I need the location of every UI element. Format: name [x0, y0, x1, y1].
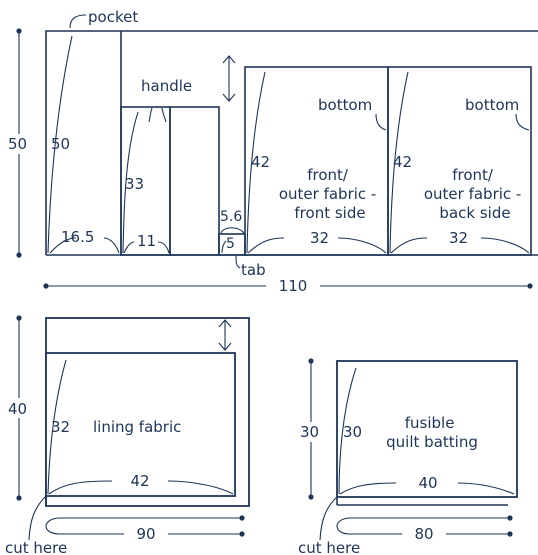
batting-rect [336, 360, 518, 498]
back-panel-label: front/ outer fabric - back side [424, 166, 526, 222]
dim-mask [124, 524, 168, 544]
front-width-value: 32 [310, 229, 329, 247]
batting-layout: 30 30 fusible quilt batting 40 80 cut he… [298, 358, 518, 555]
back-height-value: 42 [393, 153, 412, 171]
lining-total-width-value: 90 [136, 525, 155, 543]
tab-height-value: 5.6 [220, 209, 242, 225]
handle-fold-curve [122, 111, 139, 254]
back-width-arc-right [480, 237, 530, 254]
dim-end-dot [16, 28, 22, 34]
lining-width-value: 42 [130, 472, 149, 490]
pocket-leader [69, 14, 87, 29]
dim-mask [6, 134, 34, 154]
front-height-value: 42 [251, 153, 270, 171]
batting-total-width-value: 80 [414, 525, 433, 543]
cut-here-label-lining: cut here [5, 539, 67, 555]
outer-fabric-frame [45, 30, 538, 255]
handle-width-arc-right [157, 241, 170, 254]
lining-fabric-layout: 40 32 lining fabric 42 90 cut here [5, 315, 250, 555]
dim-end-dot [16, 495, 22, 501]
outer-fabric-layout: pocket handle bottom bottom tab 50 50 16… [6, 8, 538, 296]
dim-mask [266, 276, 320, 296]
dim-end-dot [507, 515, 513, 521]
lining-width-arc-left [48, 480, 113, 495]
pocket-width-value: 16.5 [61, 228, 94, 246]
bottom-label-back: bottom [465, 96, 519, 114]
lining-gap-arrow-icon [218, 319, 232, 351]
dim-end-dot [16, 252, 22, 258]
tab-height-arc [220, 227, 245, 234]
tab-width-arc [221, 240, 227, 254]
dim-mask [402, 524, 446, 544]
front-width-arc-right [337, 237, 387, 254]
back-width-value: 32 [449, 229, 468, 247]
dim-end-dot [308, 358, 314, 364]
lining-fold-curve [47, 359, 67, 495]
lining-label: lining fabric [93, 418, 181, 436]
bottom-leader-1 [375, 113, 387, 131]
dim-end-dot [43, 283, 49, 289]
pocket-width-arc-left [49, 237, 77, 254]
batting-cut-leader [319, 496, 338, 541]
bottom-leader-2 [515, 113, 530, 131]
lining-width-arc-right [167, 480, 234, 495]
handle-height-value: 33 [125, 175, 144, 193]
batting-width-arc-left [339, 482, 397, 495]
back-fold-curve [389, 71, 409, 254]
handle-leader-2 [161, 107, 167, 123]
lining-cut-curve [45, 517, 242, 535]
tab-leader [235, 255, 241, 269]
handle-label: handle [141, 77, 192, 95]
back-width-arc-left [390, 237, 428, 254]
dim-end-dot [507, 531, 513, 537]
handle-width-arc-left [123, 241, 135, 254]
dim-end-dot [527, 283, 533, 289]
handle-leader-1 [148, 107, 153, 123]
handle-width-value: 11 [137, 232, 156, 250]
pocket-fold-curve [47, 35, 73, 254]
dim-mask [298, 422, 326, 442]
dim-end-dot [239, 531, 245, 537]
back-side-panel [387, 66, 532, 256]
dim-end-dot [239, 515, 245, 521]
dim-mask [6, 398, 34, 418]
lining-height-value: 32 [51, 418, 70, 436]
handle-piece-2 [169, 106, 220, 256]
cut-here-label-batting: cut here [298, 539, 360, 555]
batting-label: fusible quilt batting [386, 414, 478, 451]
batting-fold-curve [338, 367, 357, 495]
lining-outer-height-value: 40 [8, 400, 27, 418]
dim-end-dot [16, 315, 22, 321]
dim-end-dot [308, 494, 314, 500]
front-panel-label: front/ outer fabric - front side [279, 166, 381, 222]
lining-cut-leader [28, 495, 47, 541]
outer-width-value: 110 [279, 277, 308, 295]
tab-label: tab [241, 261, 266, 279]
batting-width-arc-right [457, 482, 515, 495]
tab-width-value: 5 [226, 236, 235, 252]
outer-height-value: 50 [8, 135, 27, 153]
lining-inner-rect [45, 352, 236, 497]
pocket-label: pocket [88, 8, 138, 26]
batting-outer-height-value: 30 [300, 423, 319, 441]
front-width-arc-left [247, 237, 285, 254]
pocket-height-value: 50 [51, 135, 70, 153]
batting-width-value: 40 [418, 474, 437, 492]
gap-arrow-icon [222, 55, 236, 102]
batting-cut-curve [336, 517, 510, 535]
front-fold-curve [246, 71, 266, 254]
batting-height-value: 30 [343, 423, 362, 441]
bottom-label-front: bottom [318, 96, 372, 114]
pocket-width-arc-right [103, 237, 120, 254]
